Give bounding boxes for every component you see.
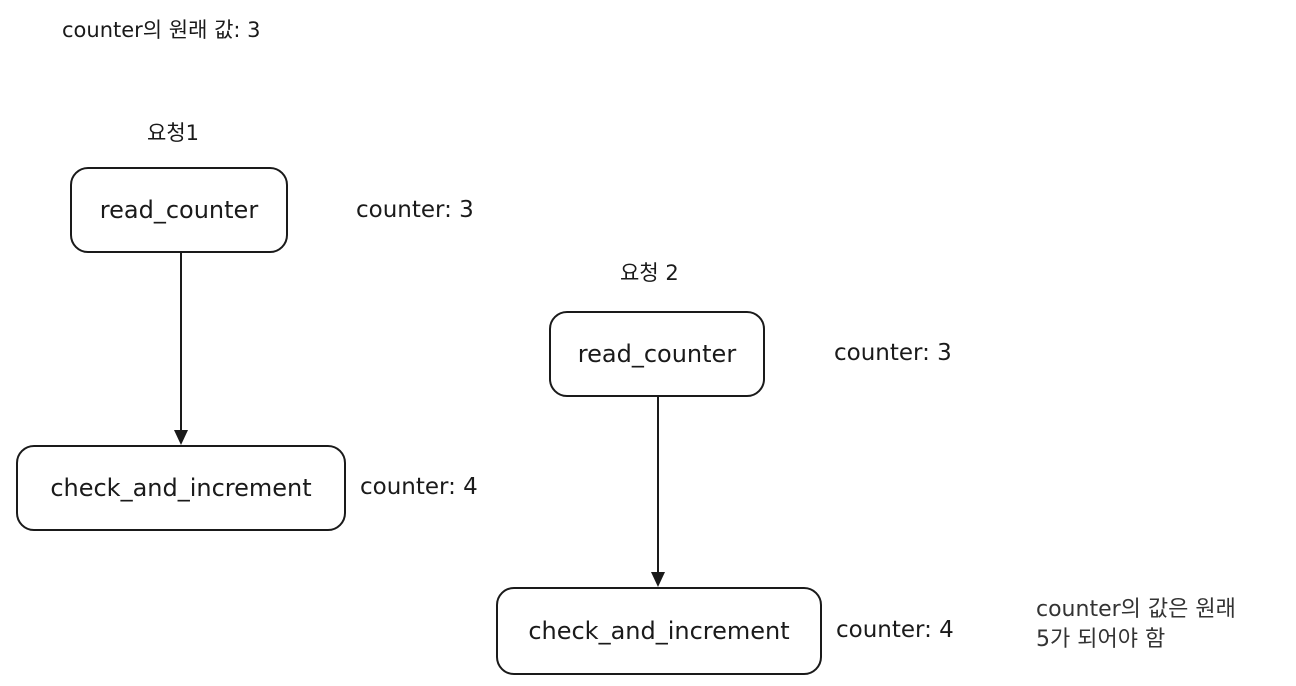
request1-check-value: counter: 4 [360, 474, 478, 500]
request1-check-and-increment-box: check_and_increment [16, 445, 346, 531]
request2-read-counter-box: read_counter [549, 311, 765, 397]
note: counter의 값은 원래 5가 되어야 함 [1036, 595, 1236, 655]
request1-label: 요청1 [147, 121, 200, 145]
note-line2: 5가 되어야 함 [1036, 627, 1166, 652]
request1-read-counter-box: read_counter [70, 167, 288, 253]
request1-check-and-increment-label: check_and_increment [50, 474, 312, 502]
note-line1: counter의 값은 원래 [1036, 597, 1236, 622]
request1-read-counter-label: read_counter [99, 196, 259, 224]
request2-check-and-increment-box: check_and_increment [496, 587, 822, 675]
request1-arrow [174, 253, 188, 445]
request2-check-value: counter: 4 [836, 617, 954, 643]
request2-arrow [651, 397, 665, 587]
request2-label: 요청 2 [620, 261, 679, 285]
request1-read-value: counter: 3 [356, 197, 474, 223]
request2-read-counter-label: read_counter [577, 340, 737, 368]
diagram-title: counter의 원래 값: 3 [62, 18, 261, 42]
request2-read-value: counter: 3 [834, 340, 952, 366]
request2-check-and-increment-label: check_and_increment [528, 617, 790, 645]
